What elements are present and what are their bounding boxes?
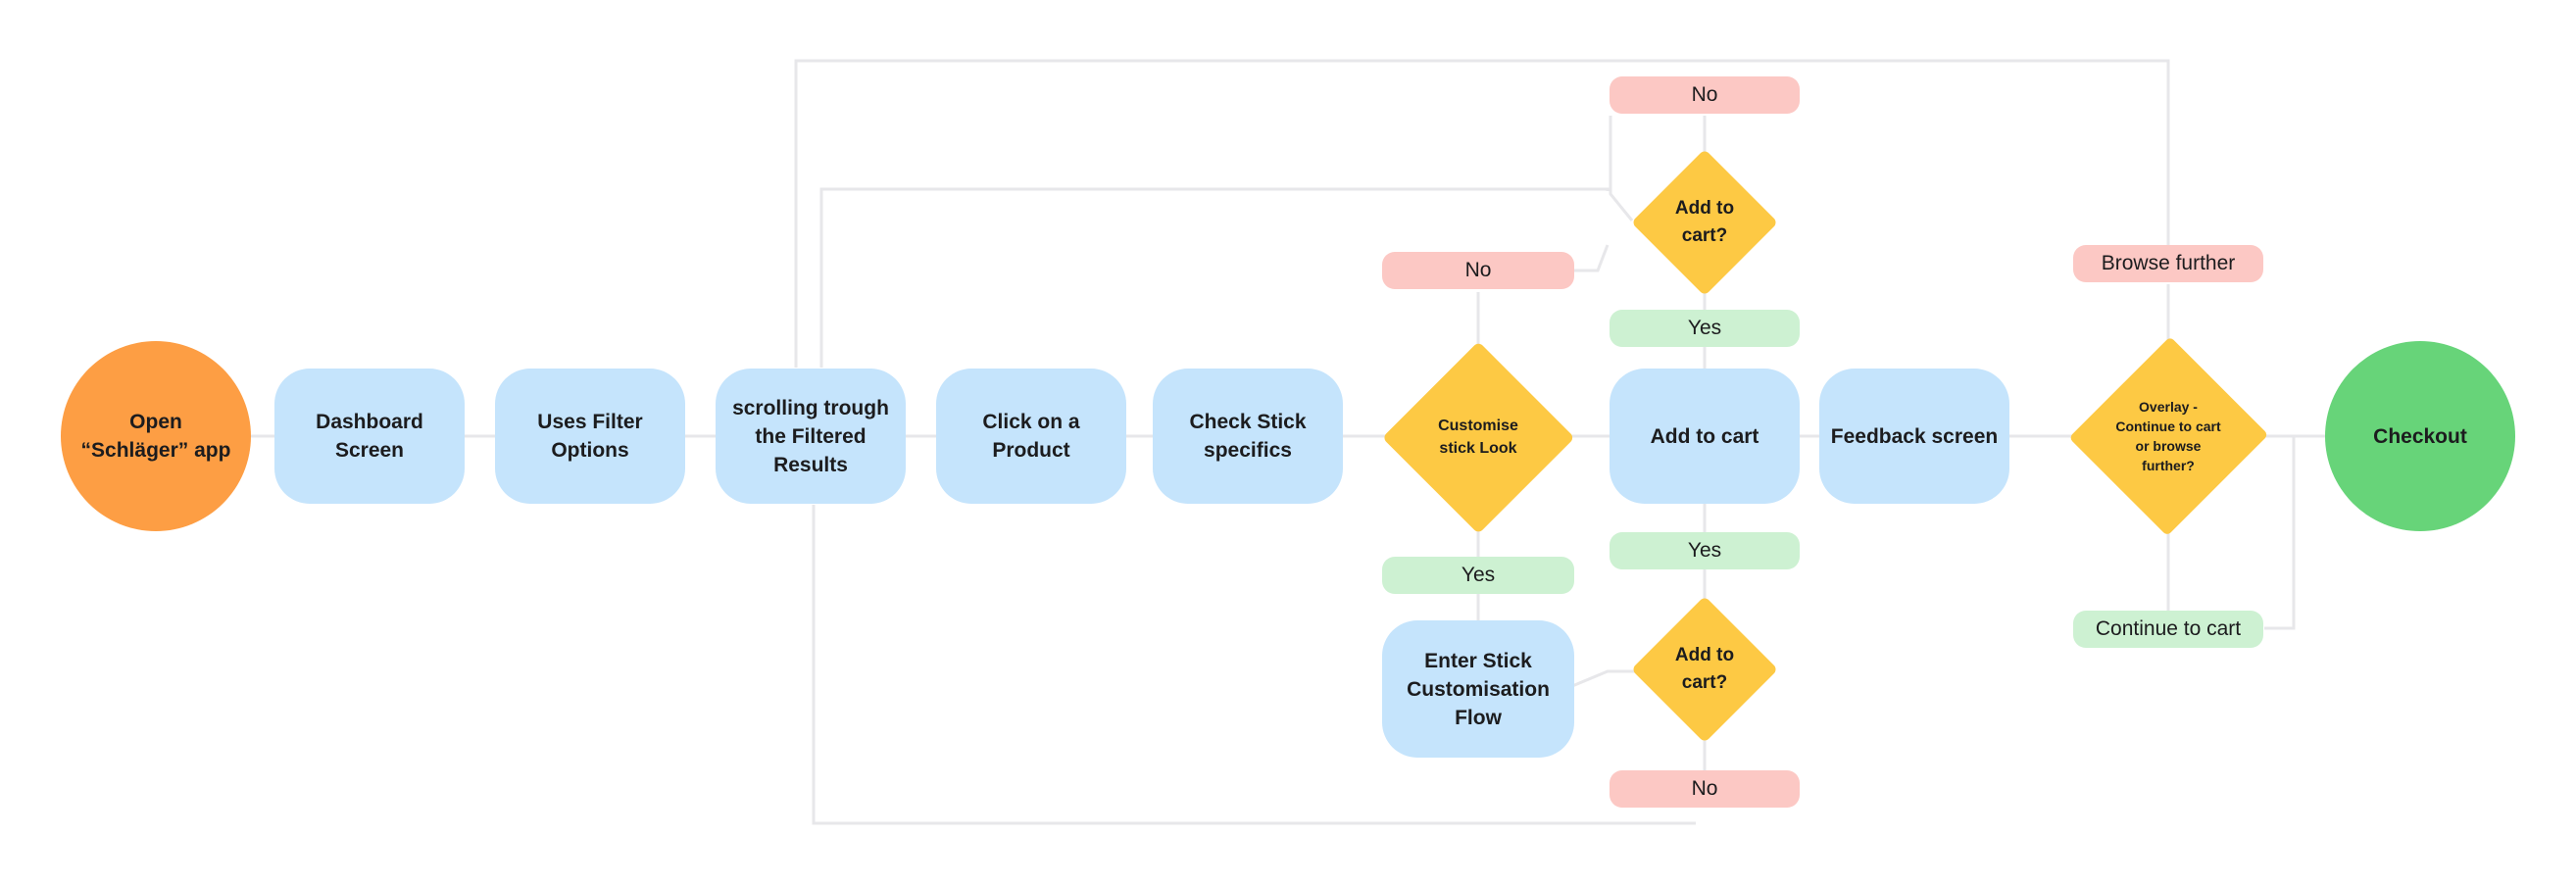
feedback-screen-node: Feedback screen xyxy=(1819,369,2009,504)
connector-top-no-link xyxy=(1609,116,1634,222)
click-product-node: Click on a Product xyxy=(936,369,1126,504)
end-checkout: Checkout xyxy=(2325,341,2515,531)
label-continue-to-cart: Continue to cart xyxy=(2073,611,2263,648)
label-yes-bottom: Yes xyxy=(1610,532,1800,569)
add-to-cart-top-label: Add to cart? xyxy=(1674,198,1735,246)
add-to-cart-bottom-label: Add to cart? xyxy=(1674,645,1735,693)
scrolling-results-node: scrolling trough the Filtered Results xyxy=(716,369,906,504)
customise-decision: Customise stick Look xyxy=(1381,340,1574,533)
dashboard-screen-node: Dashboard Screen xyxy=(274,369,465,504)
check-specifics-node: Check Stick specifics xyxy=(1153,369,1343,504)
connector-enter-to-diamond xyxy=(1571,669,1635,688)
filter-options-node: Uses Filter Options xyxy=(495,369,685,504)
add-to-cart-decision-bottom: Add to cart? xyxy=(1630,595,1778,743)
label-yes-top: Yes xyxy=(1610,310,1800,347)
connector-top-no-loop xyxy=(819,187,1610,196)
connector-continue-link xyxy=(2264,434,2326,630)
start-open-app: Open “Schläger” app xyxy=(61,341,251,531)
connector-bottom-loop xyxy=(812,505,1696,825)
overlay-decision-label: Overlay - Continue to cart or browse fur… xyxy=(2115,399,2221,473)
label-no-bottom: No xyxy=(1610,770,1800,808)
label-yes-customise: Yes xyxy=(1382,557,1574,594)
add-to-cart-decision-top: Add to cart? xyxy=(1630,148,1778,296)
label-browse-further: Browse further xyxy=(2073,245,2263,282)
connector-browse-loop xyxy=(794,59,2170,368)
add-to-cart-node: Add to cart xyxy=(1610,369,1800,504)
enter-customisation-node: Enter Stick Customisation Flow xyxy=(1382,620,1574,758)
overlay-decision: Overlay - Continue to cart or browse fur… xyxy=(2052,336,2285,536)
label-no-top: No xyxy=(1610,76,1800,114)
label-no-customise: No xyxy=(1382,252,1574,289)
connector-customise-no-link xyxy=(1572,244,1610,272)
customise-decision-label: Customise stick Look xyxy=(1438,418,1518,457)
